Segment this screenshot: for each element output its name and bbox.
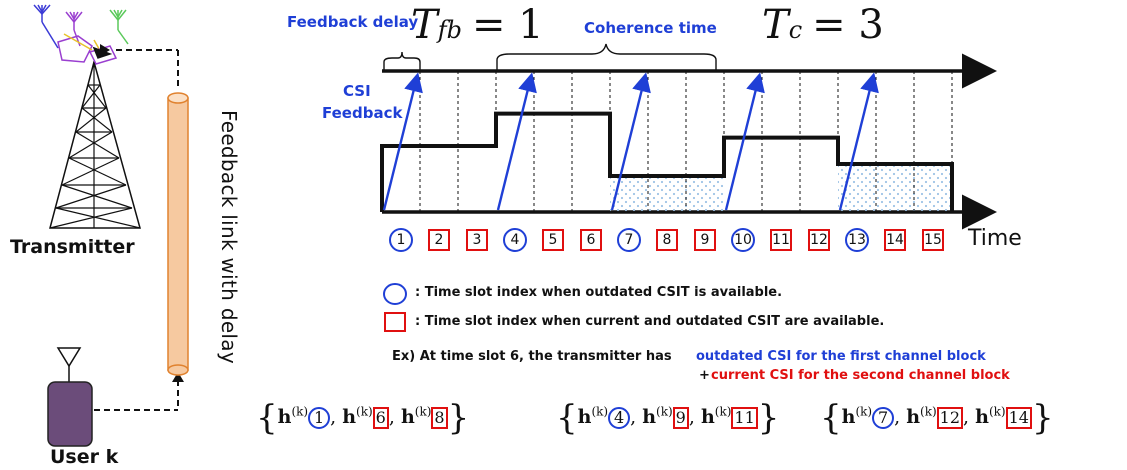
example-outdated-text: outdated CSI for the first channel block <box>696 349 986 364</box>
transmitter-tower-icon <box>49 59 141 229</box>
user-label: User k <box>50 446 119 468</box>
slot-square-marker <box>770 229 792 251</box>
slot-square-marker <box>922 229 944 251</box>
coherence-time-label: Coherence time <box>584 19 717 37</box>
slot-square-marker <box>580 229 602 251</box>
csi-label: CSI <box>343 82 371 100</box>
legend-square-marker <box>384 312 406 332</box>
slot-circle-marker <box>389 228 413 252</box>
csi-set-1: {h(k)1, h(k)6, h(k)8} <box>256 398 470 438</box>
slot-index-label: 1 <box>396 232 406 248</box>
slot-square-marker <box>808 229 830 251</box>
feedback-link-path <box>94 49 179 411</box>
slot-circle-marker <box>845 228 869 252</box>
channel-blocks <box>380 111 954 212</box>
channel-block-fill-3 <box>610 176 724 212</box>
csi-feedback-arrow <box>724 72 765 211</box>
slot-index-label: 6 <box>586 232 596 248</box>
slot-index-label: 2 <box>434 232 444 248</box>
slot-index-label: 4 <box>510 232 520 248</box>
slot-index-label: 3 <box>472 232 482 248</box>
tfb-formula: Tfb= 1 <box>411 2 544 48</box>
slot-circle-marker <box>503 228 527 252</box>
slot-square-marker <box>466 229 488 251</box>
slot-index-label: 15 <box>924 232 942 248</box>
slot-index-label: 8 <box>662 232 672 248</box>
slot-index-label: 11 <box>772 232 790 248</box>
time-axis-label: Time <box>968 226 1022 251</box>
csi-feedback-arrows <box>382 72 879 211</box>
slot-dividers <box>419 71 953 212</box>
coherence-time-brace <box>496 43 717 70</box>
example-plus: + <box>699 368 710 383</box>
slot-index-label: 13 <box>848 232 866 248</box>
channel-block-outline <box>380 111 954 212</box>
feedback-link-label: Feedback link with delay <box>217 110 241 364</box>
csi-feedback-arrow <box>382 72 423 211</box>
slot-square-marker <box>428 229 450 251</box>
legend-square-text: : Time slot index when current and outda… <box>415 314 885 329</box>
user-antenna-icon <box>56 347 82 382</box>
slot-circle-marker <box>731 228 755 252</box>
slot-index-label: 10 <box>734 232 752 248</box>
slot-square-marker <box>884 229 906 251</box>
slot-index-label: 5 <box>548 232 558 248</box>
slot-index-label: 7 <box>624 232 634 248</box>
legend-circle-marker <box>383 283 407 305</box>
feedback-arrow-head-top <box>100 44 110 56</box>
slot-index-label: 14 <box>886 232 904 248</box>
feedback-link-cable-icon <box>167 92 189 376</box>
slot-square-marker <box>542 229 564 251</box>
tc-formula: Tc= 3 <box>762 2 884 48</box>
channel-block-fill-5 <box>838 164 952 212</box>
feedback-label: Feedback <box>322 104 403 122</box>
slot-index-label: 9 <box>700 232 710 248</box>
legend-circle-text: : Time slot index when outdated CSIT is … <box>415 285 783 300</box>
slot-square-marker <box>656 229 678 251</box>
feedback-delay-label: Feedback delay <box>287 13 419 31</box>
slot-circle-marker <box>617 228 641 252</box>
csi-feedback-arrow <box>496 72 537 211</box>
csi-set-2: {h(k)4, h(k)9, h(k)11} <box>556 398 780 438</box>
example-current-text: current CSI for the second channel block <box>711 368 1010 383</box>
transmitter-label: Transmitter <box>10 236 135 258</box>
example-prefix: Ex) At time slot 6, the transmitter has <box>392 349 672 364</box>
csi-feedback-arrow <box>838 72 879 211</box>
user-device-icon <box>47 381 93 447</box>
csi-feedback-arrow <box>610 72 651 211</box>
slot-index-label: 12 <box>810 232 828 248</box>
slot-square-marker <box>694 229 716 251</box>
feedback-delay-brace <box>383 51 421 70</box>
feedback-arrow-head <box>172 372 184 382</box>
slot-markers <box>389 228 944 252</box>
csi-set-3: {h(k)7, h(k)12, h(k)14} <box>820 398 1054 438</box>
transmit-antenna-array-icon <box>33 4 129 65</box>
